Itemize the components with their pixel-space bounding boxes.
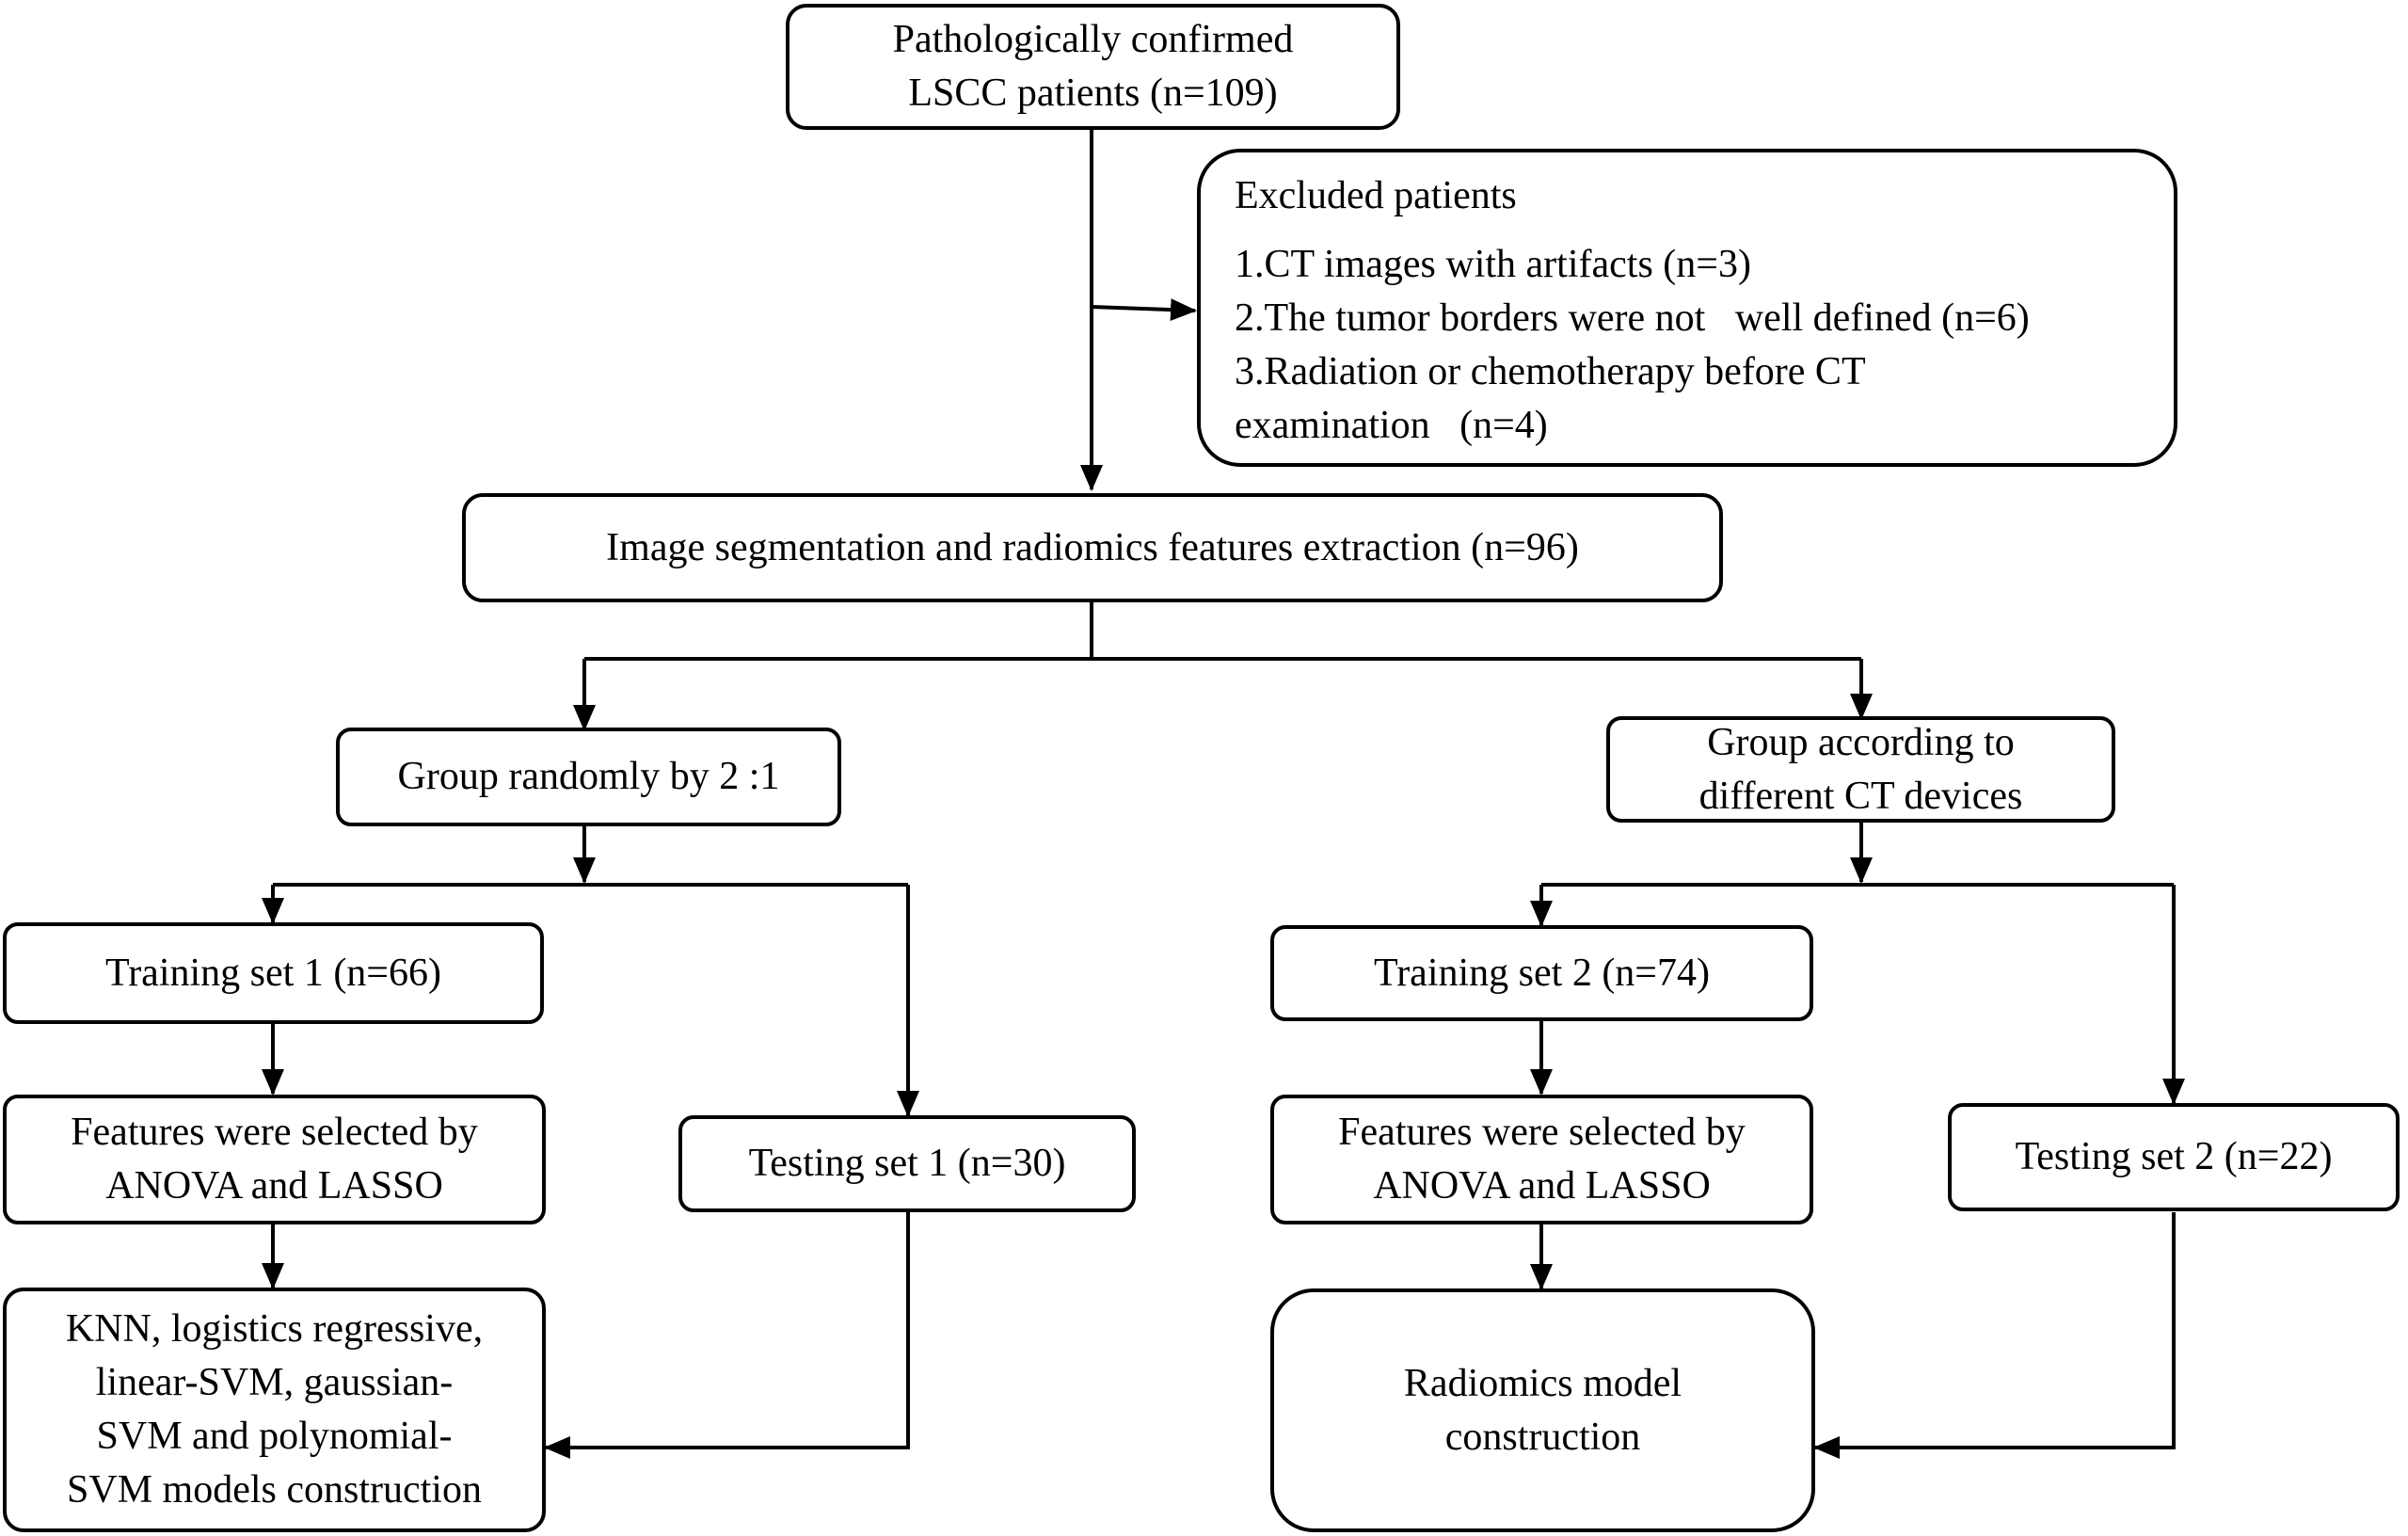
testing-set-1-box: Testing set 1 (n=30) bbox=[678, 1115, 1136, 1212]
group-random-box: Group randomly by 2 :1 bbox=[336, 728, 841, 826]
training-set-2-label: Training set 2 (n=74) bbox=[1374, 951, 1710, 995]
group-devices-line1: Group according to bbox=[1707, 720, 2015, 764]
patients-line1: Pathologically confirmed bbox=[892, 18, 1294, 61]
group-random-label: Group randomly by 2 :1 bbox=[397, 755, 780, 798]
features-2-line2: ANOVA and LASSO bbox=[1373, 1164, 1711, 1208]
excluded-item-1: 1.CT images with artifacts (n=3) bbox=[1235, 243, 1751, 286]
features-1-line1: Features were selected by bbox=[71, 1111, 478, 1154]
excluded-box: Excluded patients 1.CT images with artif… bbox=[1197, 149, 2177, 467]
testing-set-2-box: Testing set 2 (n=22) bbox=[1948, 1103, 2400, 1211]
models-1-line2: linear-SVM, gaussian- bbox=[95, 1361, 454, 1404]
arrow-testing2-to-models2 bbox=[1813, 1212, 2176, 1459]
models-2-line2: construction bbox=[1444, 1415, 1641, 1459]
testing-set-1-label: Testing set 1 (n=30) bbox=[748, 1142, 1066, 1185]
features-2-line1: Features were selected by bbox=[1338, 1111, 1746, 1154]
arrow-to-excluded bbox=[1091, 298, 1197, 322]
segmentation-box: Image segmentation and radiomics feature… bbox=[462, 493, 1723, 602]
excluded-item-3: 3.Radiation or chemotherapy before CT bbox=[1235, 350, 1866, 393]
training-set-2-box: Training set 2 (n=74) bbox=[1270, 925, 1813, 1021]
models-1-line3: SVM and polynomial- bbox=[96, 1415, 453, 1458]
patients-line2: LSCC patients (n=109) bbox=[908, 72, 1278, 115]
excluded-item-3-cont: examination (n=4) bbox=[1235, 404, 1548, 447]
group-devices-box: Group according to different CT devices bbox=[1606, 716, 2115, 823]
models-1-line4: SVM models construction bbox=[67, 1468, 482, 1512]
segmentation-label: Image segmentation and radiomics feature… bbox=[606, 525, 1579, 569]
excluded-item-2: 2.The tumor borders were not well define… bbox=[1235, 296, 2030, 340]
training-set-1-label: Training set 1 (n=66) bbox=[105, 951, 441, 995]
training-set-1-box: Training set 1 (n=66) bbox=[3, 922, 544, 1024]
arrow-testing1-to-models1 bbox=[544, 1212, 910, 1459]
models-2-line1: Radiomics model bbox=[1403, 1361, 1682, 1405]
group-devices-line2: different CT devices bbox=[1698, 774, 2023, 818]
testing-set-2-label: Testing set 2 (n=22) bbox=[2015, 1135, 2333, 1178]
features-1-line2: ANOVA and LASSO bbox=[105, 1164, 443, 1208]
models-2-box: Radiomics model construction bbox=[1270, 1288, 1815, 1532]
patients-box: Pathologically confirmed LSCC patients (… bbox=[786, 4, 1400, 130]
models-1-line1: KNN, logistics regressive, bbox=[65, 1307, 484, 1351]
connector-segmentation-split bbox=[584, 600, 1861, 661]
features-2-box: Features were selected by ANOVA and LASS… bbox=[1270, 1095, 1813, 1224]
excluded-title: Excluded patients bbox=[1235, 174, 1517, 217]
models-1-box: KNN, logistics regressive, linear-SVM, g… bbox=[3, 1288, 546, 1532]
features-1-box: Features were selected by ANOVA and LASS… bbox=[3, 1095, 546, 1224]
